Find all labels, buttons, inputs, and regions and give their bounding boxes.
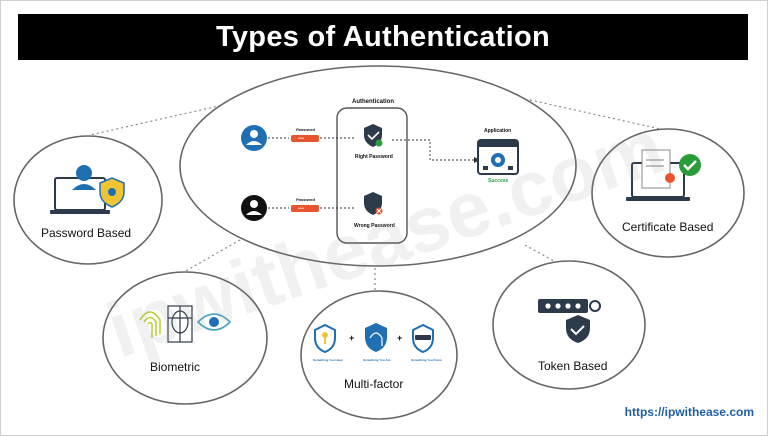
laptop-shield-icon [50,165,125,214]
token-based-label: Token Based [538,359,608,373]
title-banner: Types of Authentication [18,14,748,60]
password-based-label: Password Based [41,226,132,240]
biometric-circle [102,271,268,405]
user-icon-bottom [241,195,267,221]
success-label: Success [488,178,509,184]
password-label-bottom: Password [296,197,315,202]
token-shield-icon [566,315,590,343]
plus-sign-1: + [349,333,355,343]
connector-certificate [529,99,666,131]
token-key-icon [538,299,601,313]
password-pill-bottom [291,205,319,212]
shield-cross-icon [364,192,383,215]
arrow-to-application [392,139,474,161]
shield-key-icon [314,323,336,354]
mfa-know-label: Something You Know [411,358,442,362]
page-title: Types of Authentication [216,20,550,53]
connector-biometric [169,239,241,281]
shield-check-icon [364,124,383,147]
password-dots-bottom: **** [298,206,305,211]
password-dots-top: **** [298,136,305,141]
fingerprint-icon [139,311,161,338]
authentication-heading: Authentication [352,99,394,105]
multi-factor-circle [300,290,458,420]
user-icon-top [241,125,267,151]
shield-password-icon [412,323,434,354]
right-password-label: Right Password [355,154,393,160]
site-link[interactable]: https://ipwithease.com [624,405,754,419]
plus-sign-2: + [397,333,403,343]
password-label-top: Password [296,127,315,132]
wrong-password-label: Wrong Password [354,223,395,229]
certificate-based-label: Certificate Based [622,220,714,234]
certificate-icon [626,149,701,201]
mfa-are-label: Something You Are [363,358,391,362]
face-scan-icon [167,305,193,343]
iris-scan-icon [196,313,232,331]
shield-fingerprint-icon [365,323,387,352]
authentication-box [336,107,408,244]
application-icon [477,139,519,175]
connector-token [524,244,571,271]
multi-factor-label: Multi-factor [344,377,404,391]
biometric-label: Biometric [150,360,201,374]
password-pill-top [291,135,319,142]
mfa-have-label: Something You Have [313,358,343,362]
application-label: Application [484,128,512,134]
